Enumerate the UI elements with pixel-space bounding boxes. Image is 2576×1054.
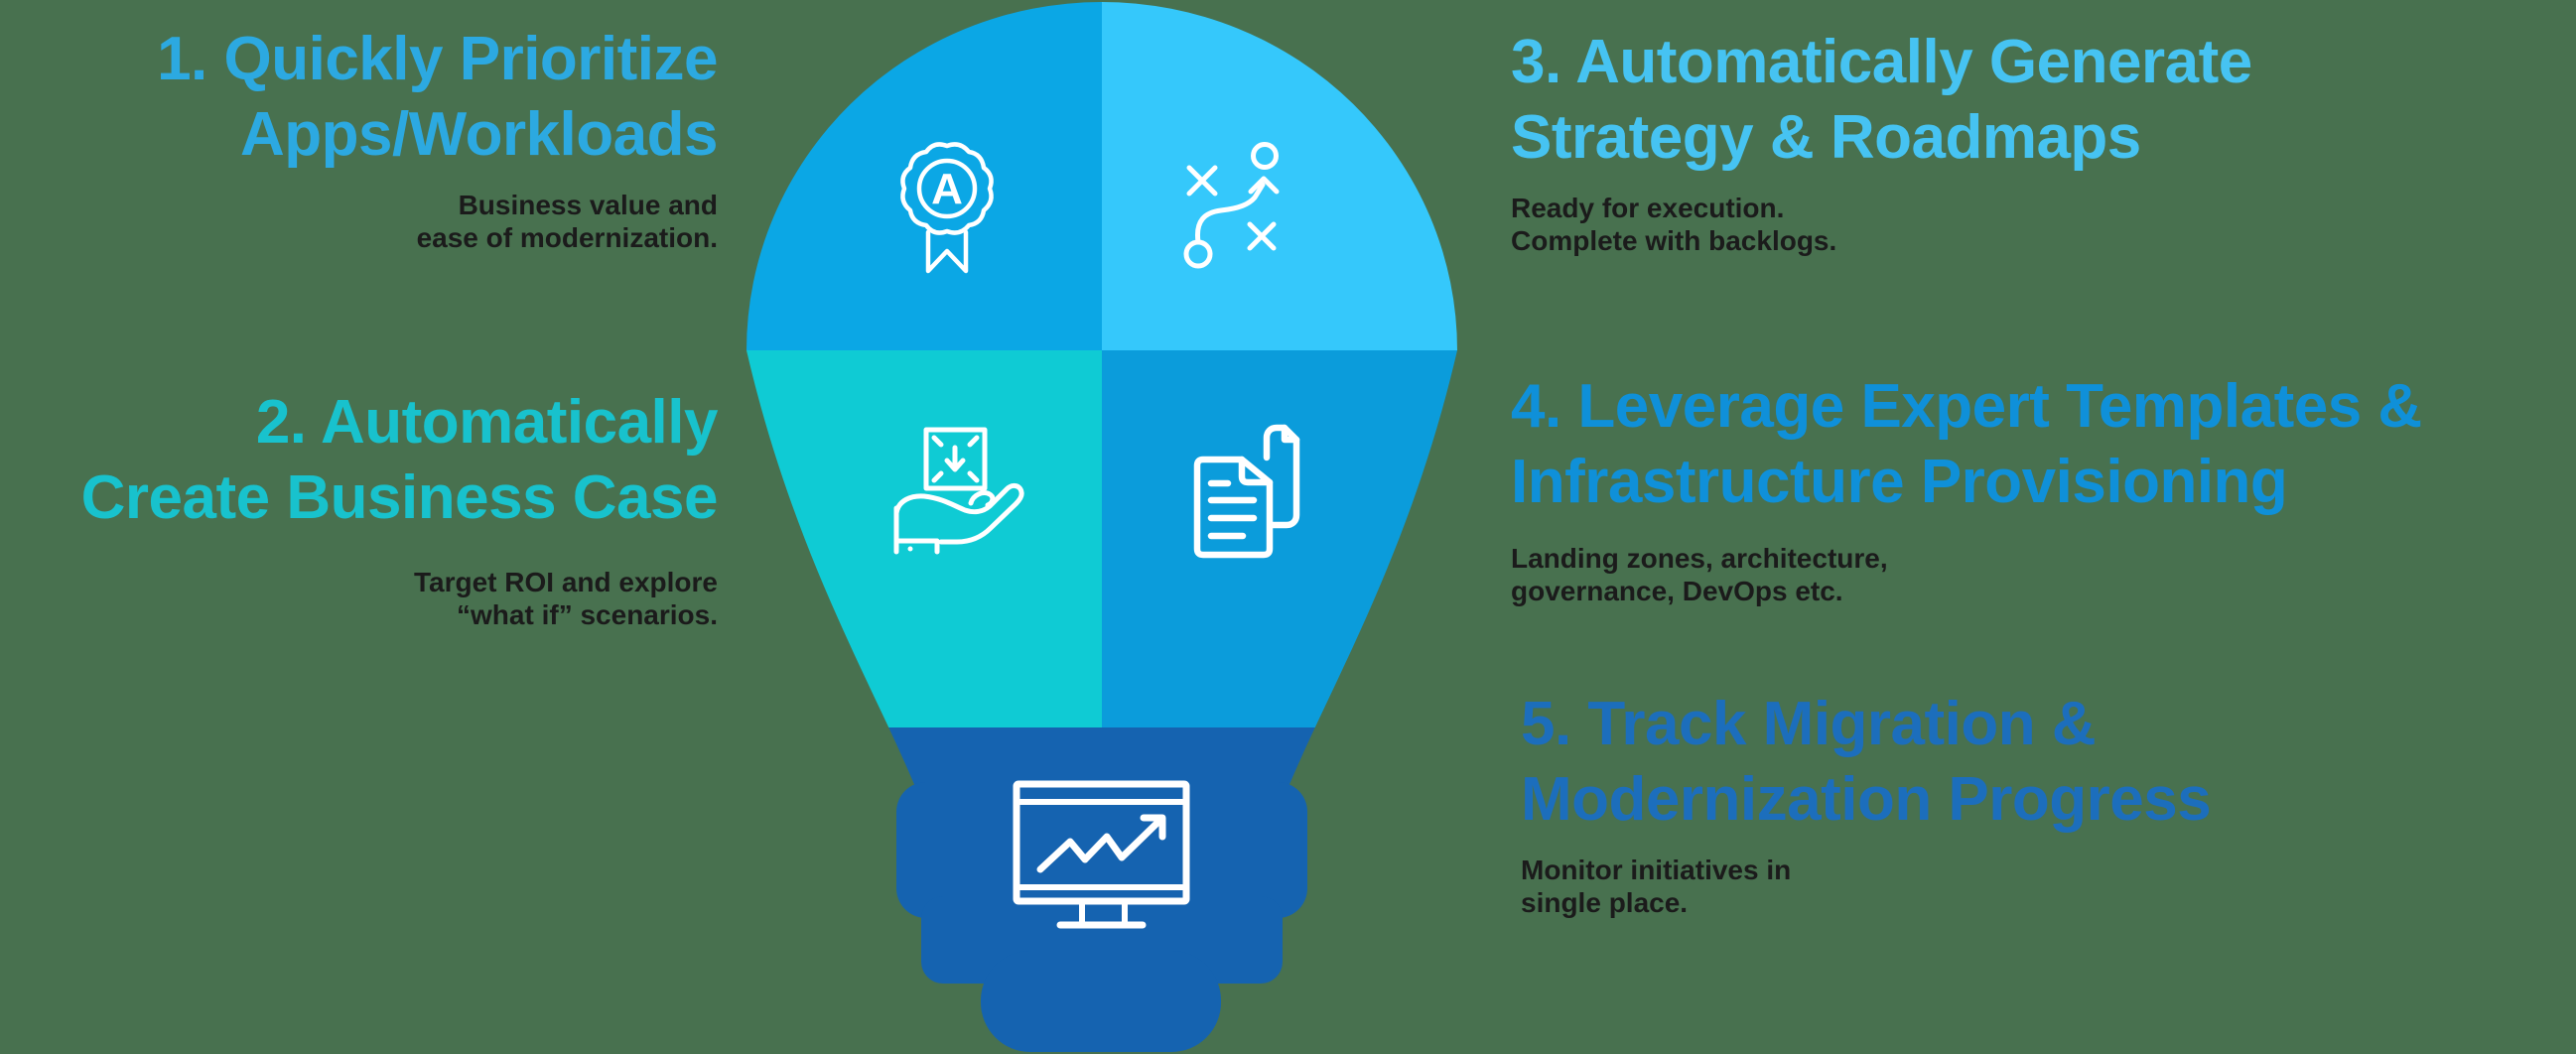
monitor-stand-legs — [1079, 898, 1128, 926]
feature-5-title: 5. Track Migration & Modernization Progr… — [1521, 687, 2212, 838]
monitor-chart-icon — [1013, 780, 1190, 929]
feature-3-title: 3. Automatically Generate Strategy & Roa… — [1511, 25, 2252, 176]
feature-subtitle-line: Monitor initiatives in — [1521, 855, 1792, 885]
feature-title-line: 4. Leverage Expert Templates & — [1511, 372, 2422, 441]
feature-subtitle-line: Landing zones, architecture, — [1511, 543, 1888, 574]
down-arrow — [944, 445, 966, 472]
bulb-base — [896, 782, 1307, 1052]
feature-subtitle-line: Ready for execution. — [1511, 193, 1785, 223]
award-ribbon-icon: A — [900, 142, 994, 274]
feature-3-subtitle: Ready for execution. Complete with backl… — [1511, 192, 2252, 257]
base-ridge-top — [896, 782, 1307, 918]
front-page — [1193, 456, 1274, 559]
feature-title-line: Apps/Workloads — [239, 100, 719, 169]
feature-subtitle-line: ease of modernization. — [416, 222, 718, 253]
documents-copy-icon — [1193, 424, 1300, 559]
feature-subtitle-line: “what if” scenarios. — [457, 599, 718, 630]
feature-4-subtitle: Landing zones, architecture, governance,… — [1511, 542, 2422, 607]
feature-4: 4. Leverage Expert Templates & Infrastru… — [1511, 369, 2422, 607]
dashed-route — [1194, 182, 1266, 245]
x-mark-left — [1186, 165, 1218, 197]
hand-palm — [893, 482, 1024, 545]
feature-2-subtitle: Target ROI and explore “what if” scenari… — [81, 566, 718, 631]
feature-1-title: 1. Quickly Prioritize Apps/Workloads — [157, 22, 718, 173]
hand-thumb — [968, 490, 996, 508]
text-lines — [1207, 479, 1258, 540]
feature-title-line: 3. Automatically Generate — [1511, 28, 2252, 96]
feature-subtitle-line: governance, DevOps etc. — [1511, 576, 1843, 606]
trend-line — [1036, 817, 1163, 873]
feature-subtitle-line: Business value and — [458, 190, 718, 220]
feature-5-subtitle: Monitor initiatives in single place. — [1521, 854, 2211, 919]
strategy-play-icon — [1183, 142, 1280, 269]
feature-subtitle-line: Target ROI and explore — [414, 567, 718, 597]
bulb-quadrants — [746, 2, 1457, 794]
back-page-fold — [1281, 424, 1300, 444]
front-page-fold — [1238, 456, 1274, 486]
feature-subtitle-line: single place. — [1521, 887, 1689, 918]
feature-3: 3. Automatically Generate Strategy & Roa… — [1511, 25, 2252, 257]
feature-title-line: 1. Quickly Prioritize — [157, 25, 718, 93]
feature-1-subtitle: Business value and ease of modernization… — [157, 189, 718, 254]
arrow-head-up — [1248, 176, 1280, 195]
feature-1: 1. Quickly Prioritize Apps/Workloads Bus… — [157, 22, 718, 254]
quadrant-top-left — [746, 2, 1102, 350]
x-mark-right — [1247, 221, 1277, 251]
feature-2-title: 2. Automatically Create Business Case — [80, 385, 719, 536]
box-outline — [923, 427, 988, 491]
box-corner-ticks — [931, 435, 980, 483]
feature-5: 5. Track Migration & Modernization Progr… — [1521, 687, 2212, 919]
base-cap — [981, 951, 1221, 1052]
feature-title-line: 2. Automatically — [255, 388, 719, 457]
quadrant-bottom-right — [1102, 350, 1457, 727]
feature-subtitle-line: Complete with backlogs. — [1511, 225, 1837, 256]
feature-title-line: Create Business Case — [80, 463, 719, 532]
trend-arrow-head — [1140, 814, 1166, 841]
hand-receive-box-icon — [893, 427, 1024, 555]
feature-4-title: 4. Leverage Expert Templates & Infrastru… — [1511, 369, 2422, 520]
feature-title-line: Strategy & Roadmaps — [1511, 103, 2141, 172]
feature-title-line: Modernization Progress — [1521, 765, 2212, 834]
back-page — [1263, 424, 1300, 529]
feature-title-line: Infrastructure Provisioning — [1511, 448, 2288, 516]
badge-letter: A — [931, 165, 963, 213]
feature-2: 2. Automatically Create Business Case Ta… — [80, 385, 719, 631]
feature-title-line: 5. Track Migration & — [1521, 690, 2097, 758]
quadrant-top-right — [1102, 2, 1457, 350]
monitor-frame — [1013, 780, 1190, 905]
